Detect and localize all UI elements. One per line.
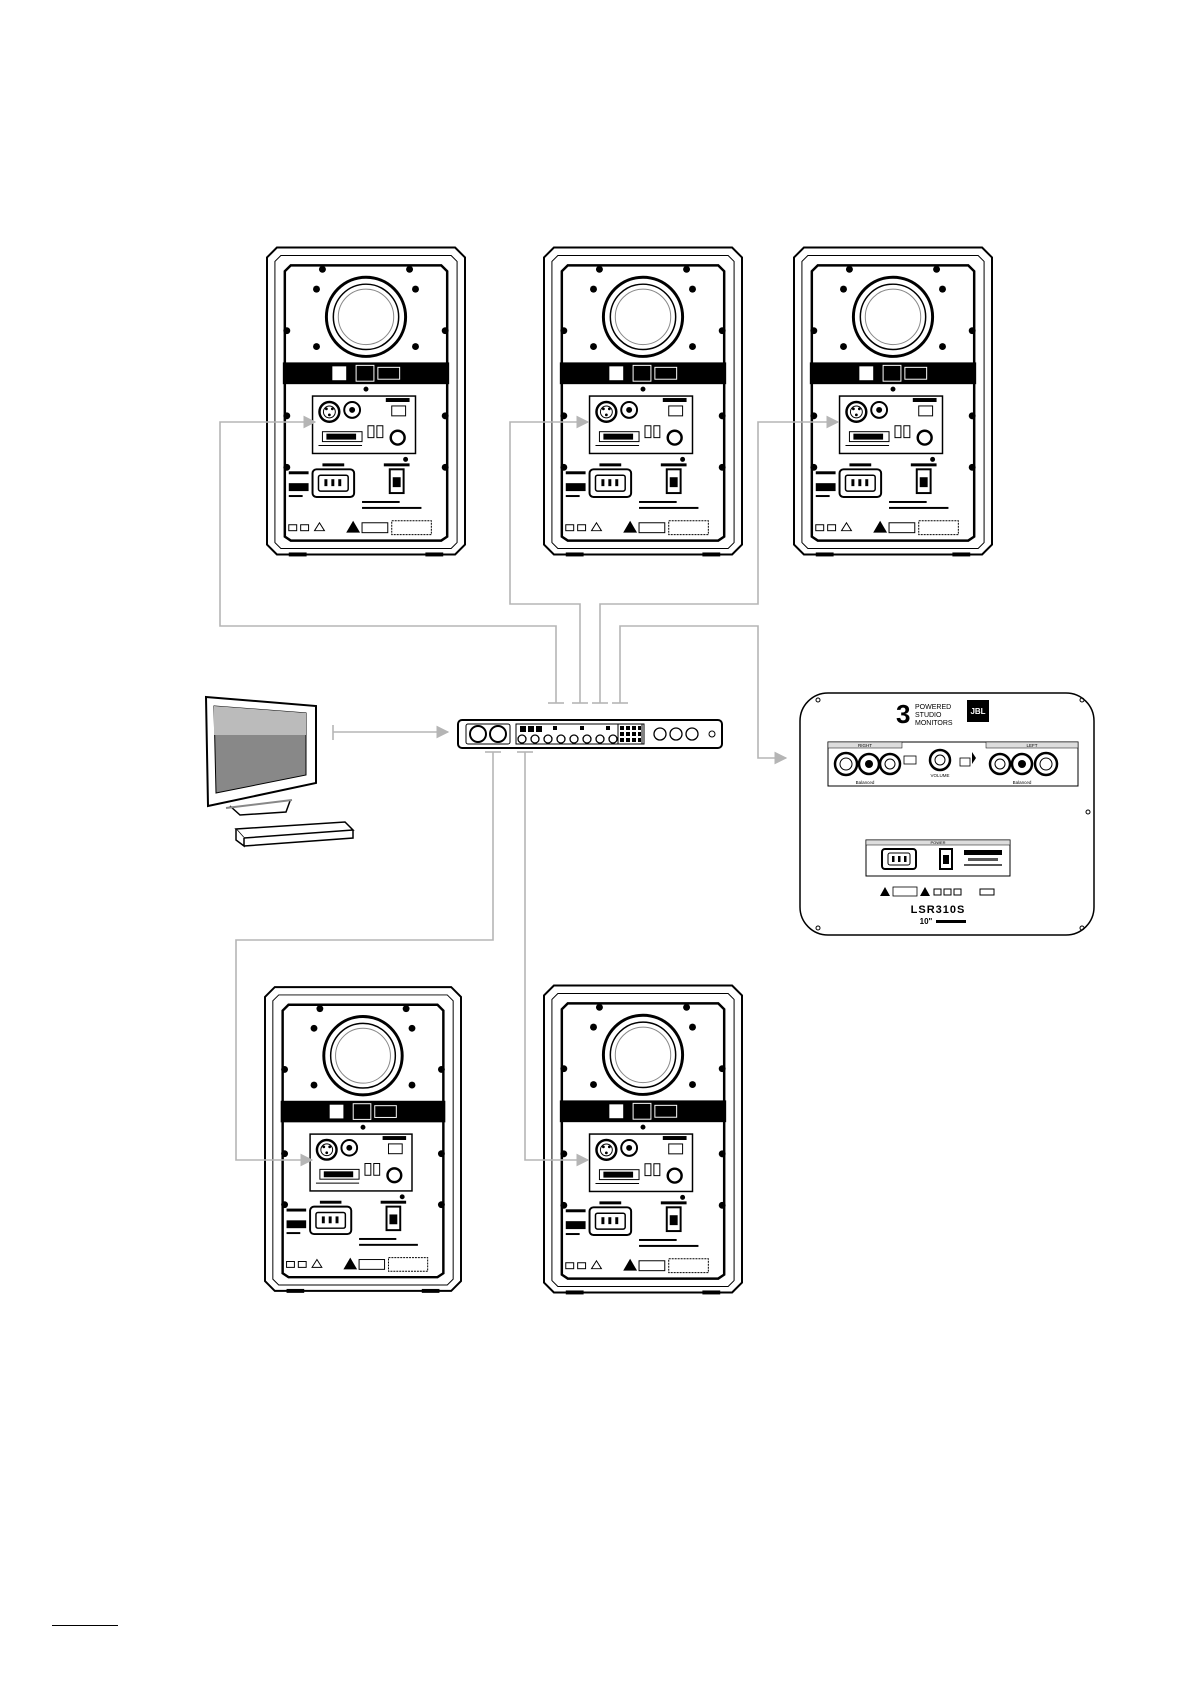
subwoofer-brand-number: 3 — [896, 699, 910, 729]
cable-to-subwoofer — [619, 625, 788, 765]
cable-to-surround-left — [235, 752, 494, 1167]
speaker-surround-right — [542, 984, 744, 1296]
subwoofer-balanced-label-right: Balanced — [1013, 780, 1032, 785]
subwoofer-brand: JBL — [970, 707, 985, 716]
xlr-output-right-icon — [878, 752, 902, 776]
subwoofer-volume-knob-icon — [928, 748, 952, 772]
computer-monitor — [204, 695, 317, 816]
xlr-output-left-icon — [988, 752, 1012, 776]
subwoofer-model: LSR310S — [911, 904, 966, 916]
cable-to-front-left — [219, 415, 557, 703]
subwoofer-series-line-1: POWERED — [915, 704, 951, 711]
cable-to-center — [509, 415, 590, 703]
computer-keyboard — [234, 821, 355, 848]
subwoofer-input-right-label: LEFT — [1026, 743, 1037, 748]
audio-interface — [457, 719, 723, 749]
subwoofer-panel: 3 POWERED STUDIO MONITORS JBL RIGHT LEFT… — [799, 692, 1095, 936]
connection-cables — [219, 415, 840, 1167]
subwoofer-volume-label: VOLUME — [930, 773, 949, 778]
cable-to-surround-right — [524, 752, 590, 1167]
speaker-surround-left — [263, 985, 463, 1295]
power-inlet-icon — [881, 848, 917, 870]
subwoofer-power-label: POWER — [930, 840, 945, 845]
trs-input-left-icon — [1010, 752, 1034, 776]
xlr-input-left-icon — [1033, 751, 1059, 777]
xlr-input-right-icon — [833, 751, 859, 777]
speaker-front-left — [265, 246, 467, 558]
speaker-center — [542, 246, 744, 558]
subwoofer-size: 10" — [920, 917, 933, 926]
subwoofer-series-line-2: STUDIO — [915, 712, 942, 719]
power-switch-icon — [939, 848, 953, 870]
subwoofer-input-left-label: RIGHT — [858, 743, 872, 748]
speaker-front-right — [792, 246, 994, 558]
subwoofer-balanced-label-left: Balanced — [856, 780, 875, 785]
footer-rule — [52, 1625, 118, 1626]
subwoofer-jbl-logo — [967, 700, 989, 722]
trs-input-right-icon — [857, 752, 881, 776]
cable-to-front-right — [599, 415, 840, 703]
subwoofer-series-line-3: MONITORS — [915, 720, 953, 727]
